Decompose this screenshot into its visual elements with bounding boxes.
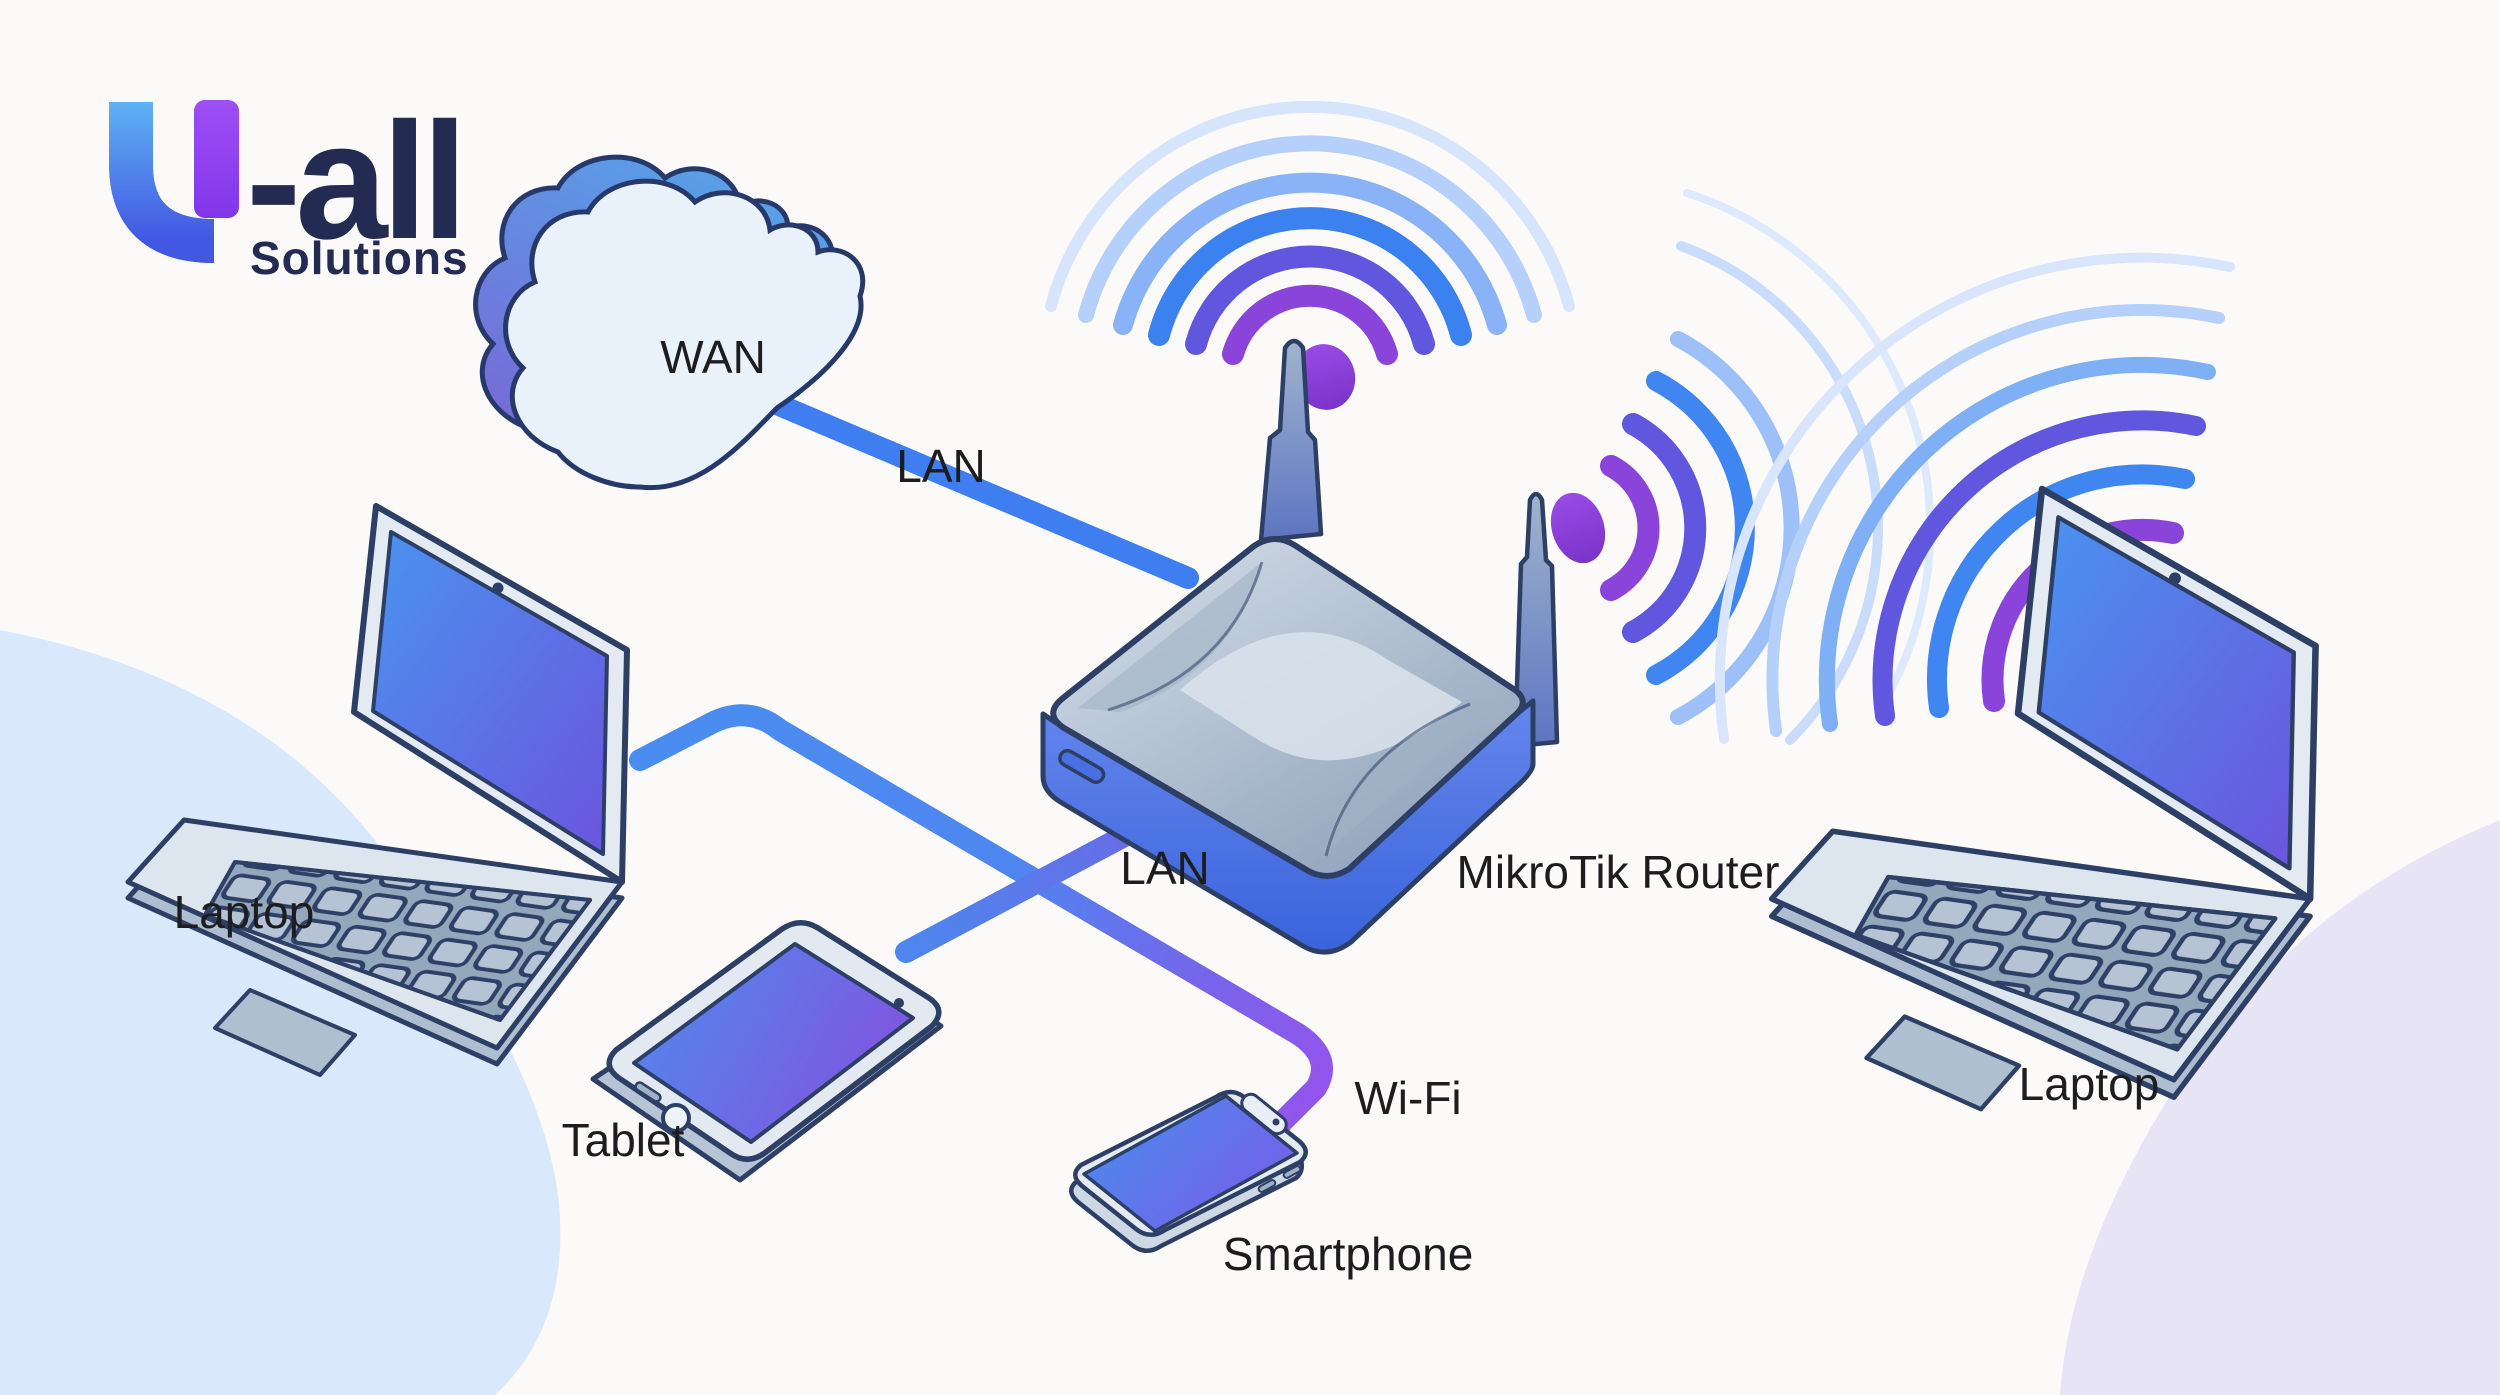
smartphone-camera-icon — [1272, 1118, 1280, 1126]
logo-u-bar-icon — [194, 100, 239, 218]
cloud-front-layer — [503, 178, 866, 491]
mikrotik-router-node — [1040, 536, 1536, 955]
wifi-label: Wi-Fi — [1354, 1072, 1461, 1124]
wan-label: WAN — [660, 331, 766, 383]
smartphone-label: Smartphone — [1223, 1228, 1474, 1280]
wifi-waves-router-right — [1550, 189, 1935, 745]
laptop-left-label: Laptop — [174, 886, 315, 938]
tablet-camera-icon — [894, 998, 904, 1008]
link-wan-to-router — [761, 391, 1199, 589]
router-top-crease-left — [1078, 562, 1262, 712]
logo-u-mark-icon — [109, 102, 214, 263]
wan-cloud-node: WAN — [473, 154, 866, 491]
tablet-home-button — [661, 1103, 691, 1133]
tablet-port — [634, 1081, 662, 1103]
logo-wordmark: -all — [246, 89, 462, 274]
smartphone-button — [1282, 1165, 1302, 1179]
router-port — [1058, 748, 1106, 784]
smartphone-button — [1257, 1179, 1277, 1193]
antenna-left — [1258, 338, 1324, 543]
logo-subtitle: Solutions — [250, 232, 469, 284]
tablet-node — [590, 920, 944, 1183]
signal-dot-right — [1550, 492, 1606, 564]
tablet-label: Tablet — [562, 1114, 685, 1166]
brand-logo: -all Solutions — [109, 89, 469, 284]
lan-label-wan: LAN — [896, 440, 985, 492]
labels: LAN LAN Wi-Fi MikroTik Router Laptop Tab… — [174, 440, 2160, 1280]
router-label: MikroTik Router — [1457, 846, 1780, 898]
tablet-screen — [632, 942, 915, 1144]
router-top-crease-center — [1180, 632, 1462, 761]
smartphone-node — [1069, 1089, 1308, 1253]
wifi-waves-router-top — [1045, 100, 1575, 410]
background-blob-right — [2060, 820, 2500, 1395]
signal-dot-left — [1294, 344, 1356, 410]
router-top-crease-right — [1322, 700, 1498, 856]
lan-label-tablet: LAN — [1120, 842, 1209, 894]
laptop-right-label: Laptop — [2019, 1058, 2160, 1110]
